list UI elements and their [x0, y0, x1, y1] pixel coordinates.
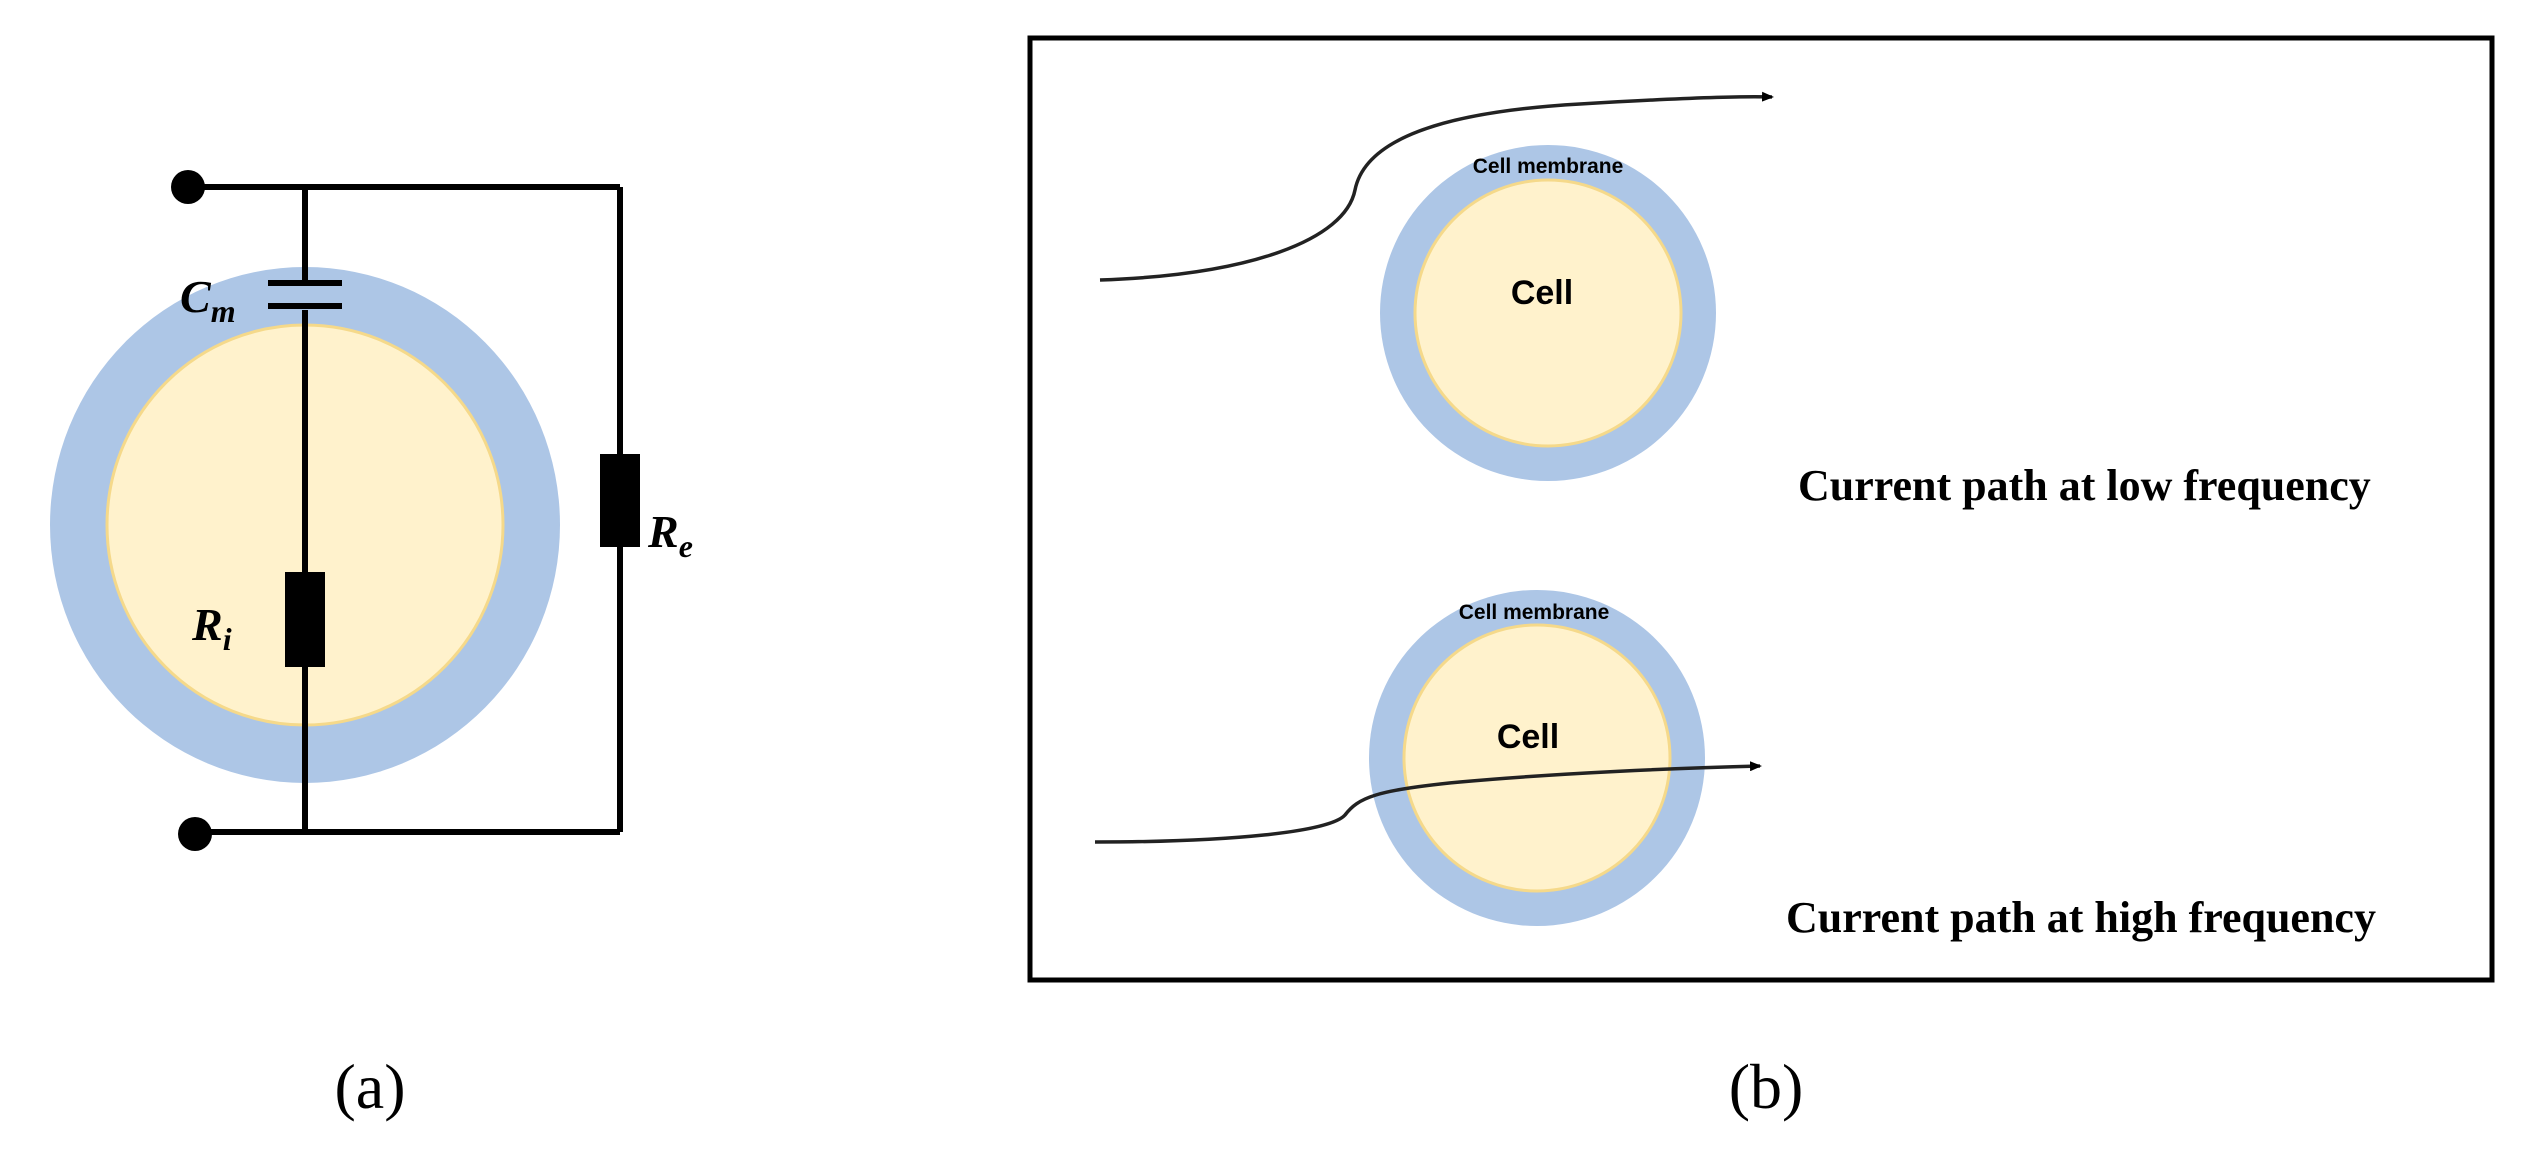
panel-a: Cm Ri Re (a)	[50, 170, 693, 1122]
high-frequency-description: Current path at high frequency	[1786, 893, 2376, 942]
panel-b: Cell membrane Cell Current path at low f…	[1027, 35, 2495, 1122]
high-frequency-current-path	[1094, 761, 1762, 844]
low-frequency-cell: Cell membrane Cell	[1380, 145, 1716, 481]
panel-b-caption: (b)	[1729, 1051, 1804, 1122]
extracellular-resistor	[600, 454, 640, 547]
low-frequency-description: Current path at low frequency	[1798, 461, 2371, 510]
membrane-capacitor	[268, 280, 342, 309]
panel-a-caption: (a)	[334, 1051, 405, 1122]
cell-label: Cell	[1511, 274, 1573, 312]
bottom-terminal	[178, 817, 212, 851]
membrane-label: Cell membrane	[1459, 601, 1610, 624]
cell-cytoplasm	[1413, 178, 1683, 448]
membrane-label: Cell membrane	[1473, 155, 1624, 178]
circuit-wires	[190, 184, 623, 835]
intracellular-resistor	[285, 572, 325, 667]
top-terminal	[171, 170, 205, 204]
cell-label: Cell	[1497, 718, 1559, 756]
extracellular-resistor-label: Re	[647, 506, 693, 564]
capacitor-label: Cm	[180, 271, 236, 329]
intracellular-resistor-label: Ri	[191, 599, 232, 657]
cell-cytoplasm	[1402, 623, 1672, 893]
low-frequency-current-path	[1099, 91, 1774, 282]
panel-b-frame	[1027, 35, 2495, 983]
high-frequency-cell: Cell membrane Cell	[1369, 590, 1705, 926]
